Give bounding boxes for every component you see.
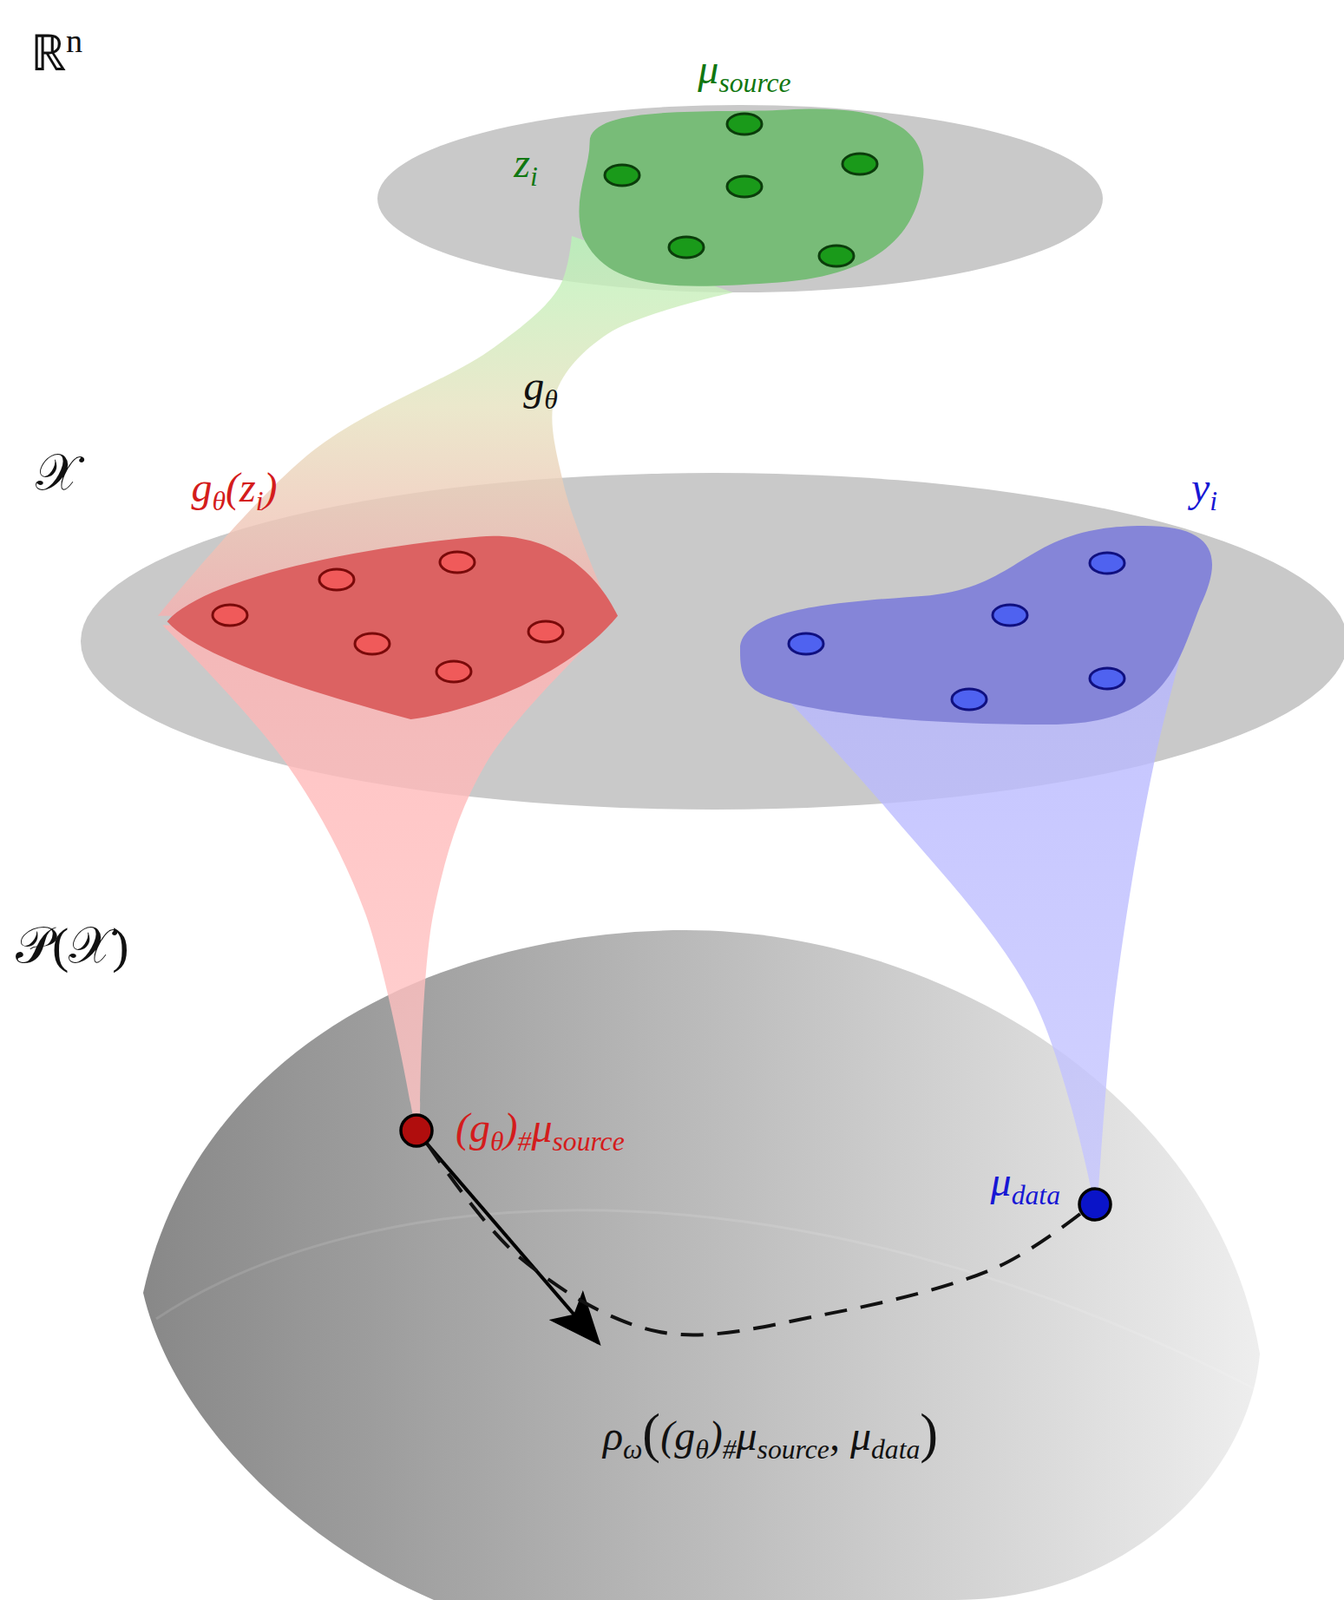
distance-curve (427, 1143, 1082, 1335)
node-shape (399, 1113, 434, 1148)
math-glyph-run: ) (919, 1403, 938, 1463)
math-glyph-run: , μ (829, 1412, 872, 1459)
math-glyph-run: source (551, 1125, 624, 1156)
region-blob (578, 108, 924, 286)
math-glyph-run: i (530, 160, 538, 191)
math-glyph-run: θ (544, 383, 558, 414)
math-glyph-run: ω (622, 1433, 643, 1464)
sample-point (668, 236, 704, 258)
math-glyph-run: 𝒫(𝒳) (15, 917, 130, 974)
sample-point (992, 604, 1028, 626)
region-blob (167, 536, 618, 720)
math-glyph-run: θ (211, 485, 226, 516)
region-blob (740, 525, 1213, 725)
math-label: yi (1191, 465, 1218, 512)
sample-point (819, 245, 854, 267)
math-glyph-run: i (255, 485, 264, 516)
sample-point (951, 688, 987, 710)
distribution-dot (1079, 1188, 1111, 1220)
node-shape (157, 531, 618, 720)
math-label: μsource (697, 46, 791, 93)
sample-point (1089, 552, 1125, 574)
node-shape (1077, 1186, 1113, 1222)
math-glyph-run: (g (660, 1412, 695, 1459)
math-label: μdata (990, 1159, 1061, 1206)
space-label: ℝn (30, 26, 83, 82)
math-glyph-run: data (1011, 1179, 1061, 1210)
math-glyph-run: μ (736, 1412, 758, 1459)
math-glyph-run: ℝ (30, 25, 66, 82)
math-glyph-run: μ (990, 1158, 1012, 1205)
math-glyph-run: g (190, 464, 212, 511)
math-glyph-run: source (718, 66, 791, 98)
math-label: (gθ)#μsource (455, 1105, 625, 1152)
sample-point (212, 604, 248, 626)
node-shape (740, 525, 1215, 725)
math-glyph-run: # (517, 1125, 532, 1156)
math-label: gθ(zi) (190, 465, 277, 512)
gradient-arrow (426, 1143, 599, 1344)
math-glyph-run: source (757, 1433, 830, 1464)
math-glyph-run: i (1209, 485, 1218, 516)
generated-region: gθ(zi) (157, 531, 618, 720)
math-glyph-run: y (1191, 464, 1210, 511)
sample-point (604, 164, 640, 186)
math-glyph-run: z (513, 139, 531, 186)
sample-point (788, 633, 824, 655)
space-label: 𝒫(𝒳) (15, 917, 130, 974)
math-glyph-run: n (65, 22, 83, 60)
math-glyph-run: data (871, 1433, 920, 1464)
space-label: 𝒳 (35, 445, 79, 501)
math-glyph-run: ( (642, 1403, 661, 1463)
space-label: ρω((gθ)#μsource, μdata) (603, 1402, 938, 1463)
distribution-dot (400, 1114, 433, 1147)
sample-point (727, 176, 762, 197)
math-glyph-run: (g (455, 1104, 491, 1151)
math-glyph-run: μ (697, 45, 719, 92)
sample-point (1089, 668, 1125, 689)
node-shape (571, 104, 931, 293)
sample-point (528, 621, 564, 643)
surface-shading (156, 1210, 1254, 1389)
math-glyph-run: θ (490, 1125, 505, 1156)
math-glyph-run: # (722, 1433, 737, 1464)
data-region: yi (740, 525, 1215, 725)
data-distribution-point: μdata (1077, 1186, 1113, 1222)
math-glyph-run: ) (708, 1412, 723, 1459)
edge-group (157, 236, 1206, 1336)
sample-point (319, 569, 355, 591)
math-glyph-run: μ (531, 1104, 552, 1151)
math-glyph-run: θ (694, 1433, 709, 1464)
math-label: zi (513, 140, 538, 187)
latent-space-ellipse (377, 104, 1103, 293)
math-glyph-run: ρ (603, 1412, 623, 1459)
math-glyph-run: 𝒳 (35, 444, 79, 501)
math-glyph-run: (z (225, 464, 256, 511)
sample-point (727, 113, 762, 135)
edge-label: gθ (523, 363, 558, 410)
generated-distribution-point: (gθ)#μsource (399, 1113, 434, 1148)
sample-point (842, 153, 878, 175)
sample-point (354, 633, 390, 655)
source-region: μsourcezi (571, 104, 931, 293)
math-glyph-run: ) (263, 464, 278, 511)
pushforward-funnel (157, 236, 734, 617)
math-glyph-run: ) (504, 1104, 518, 1151)
sample-point (436, 661, 472, 682)
math-glyph-run: g (523, 362, 545, 409)
sample-point (439, 551, 475, 573)
